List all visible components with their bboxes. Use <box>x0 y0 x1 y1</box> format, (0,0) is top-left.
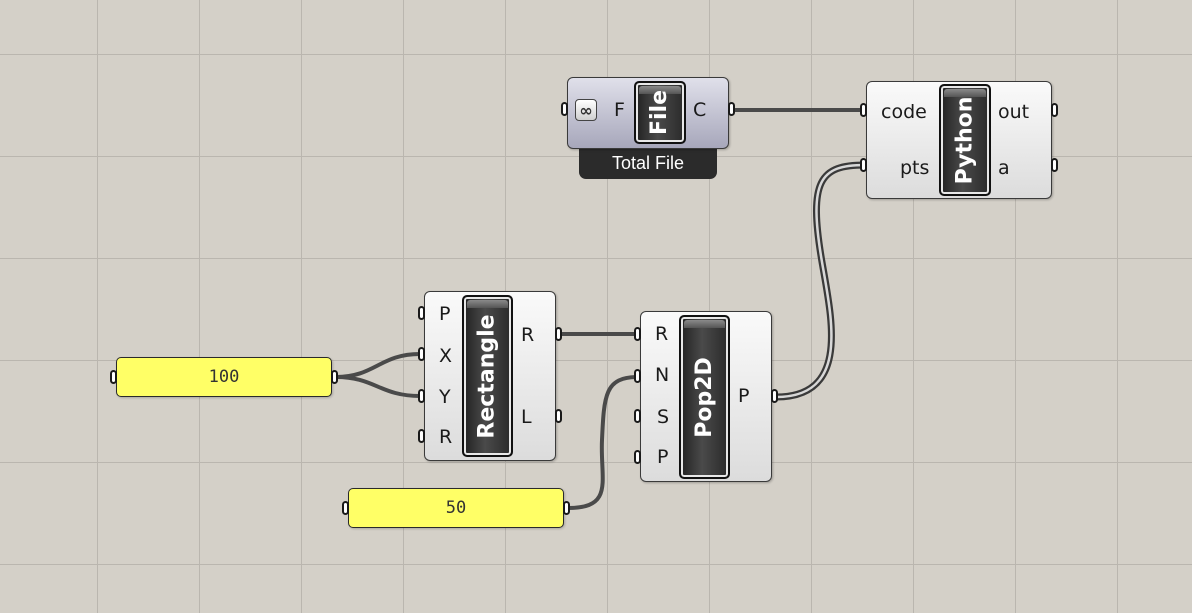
wire-panel-to-pop2d-n <box>567 375 639 510</box>
rectangle-input-x: X <box>439 345 453 367</box>
pop2d-output-p: P <box>738 385 750 407</box>
pop2d-s-grip[interactable] <box>634 409 641 423</box>
python-output-out: out <box>998 101 1030 123</box>
pop2d-input-n: N <box>655 364 670 386</box>
wire-panel-to-rect-x <box>335 352 421 379</box>
python-pts-grip[interactable] <box>860 158 867 172</box>
panel-100-input-grip[interactable] <box>110 370 117 384</box>
rectangle-p-grip[interactable] <box>418 306 425 320</box>
link-icon[interactable]: ∞ <box>575 99 597 121</box>
wire-pop2d-to-python-pts-a <box>775 161 866 401</box>
number-panel-50[interactable]: 50 <box>348 488 564 528</box>
pop2d-component[interactable]: R N S P Pop2D P <box>640 311 772 482</box>
pop2d-p-grip[interactable] <box>634 450 641 464</box>
rectangle-y-grip[interactable] <box>418 389 425 403</box>
pop2d-title-bar[interactable]: Pop2D <box>679 315 730 479</box>
wire-panel-to-rect-y <box>335 375 421 398</box>
file-component[interactable]: ∞ F File C <box>567 77 729 149</box>
file-input-label: F <box>614 99 625 121</box>
pop2d-r-grip[interactable] <box>634 327 641 341</box>
python-component[interactable]: code pts Python out a <box>866 81 1052 199</box>
rectangle-component[interactable]: P X Y R Rectangle R L <box>424 291 556 461</box>
file-output-grip[interactable] <box>728 102 735 116</box>
file-title-bar[interactable]: File <box>634 81 686 144</box>
panel-50-value: 50 <box>445 498 467 518</box>
pop2d-n-grip[interactable] <box>634 369 641 383</box>
rectangle-output-r: R <box>521 324 535 346</box>
python-input-pts: pts <box>900 157 930 179</box>
python-out-grip[interactable] <box>1051 103 1058 117</box>
python-code-grip[interactable] <box>860 103 867 117</box>
pop2d-title: Pop2D <box>692 356 717 438</box>
python-input-code: code <box>881 101 927 123</box>
panel-50-output-grip[interactable] <box>563 501 570 515</box>
pop2d-p-output-grip[interactable] <box>771 389 778 403</box>
python-title: Python <box>952 96 978 184</box>
python-output-a: a <box>998 157 1010 179</box>
panel-100-output-grip[interactable] <box>331 370 338 384</box>
panel-50-input-grip[interactable] <box>342 501 349 515</box>
file-title: File <box>647 89 673 136</box>
rectangle-r-grip[interactable] <box>418 429 425 443</box>
rectangle-input-r: R <box>439 426 453 448</box>
rectangle-input-p: P <box>439 303 451 325</box>
pop2d-input-p: P <box>657 446 669 468</box>
rectangle-title: Rectangle <box>475 313 501 439</box>
wire-pop2d-to-python-pts-b <box>775 163 866 399</box>
file-input-grip[interactable] <box>561 102 568 116</box>
rectangle-title-bar[interactable]: Rectangle <box>462 295 513 457</box>
file-caption: Total File <box>611 153 685 173</box>
panel-100-value: 100 <box>208 367 240 387</box>
number-panel-100[interactable]: 100 <box>116 357 332 397</box>
python-title-bar[interactable]: Python <box>939 84 991 196</box>
rectangle-output-l: L <box>521 406 532 428</box>
python-a-grip[interactable] <box>1051 158 1058 172</box>
rectangle-input-y: Y <box>439 386 451 408</box>
rectangle-l-output-grip[interactable] <box>555 409 562 423</box>
pop2d-input-r: R <box>655 323 669 345</box>
rectangle-r-output-grip[interactable] <box>555 327 562 341</box>
file-caption-tag: Total File <box>579 144 717 179</box>
file-output-label: C <box>693 99 707 121</box>
rectangle-x-grip[interactable] <box>418 347 425 361</box>
pop2d-input-s: S <box>657 406 670 428</box>
